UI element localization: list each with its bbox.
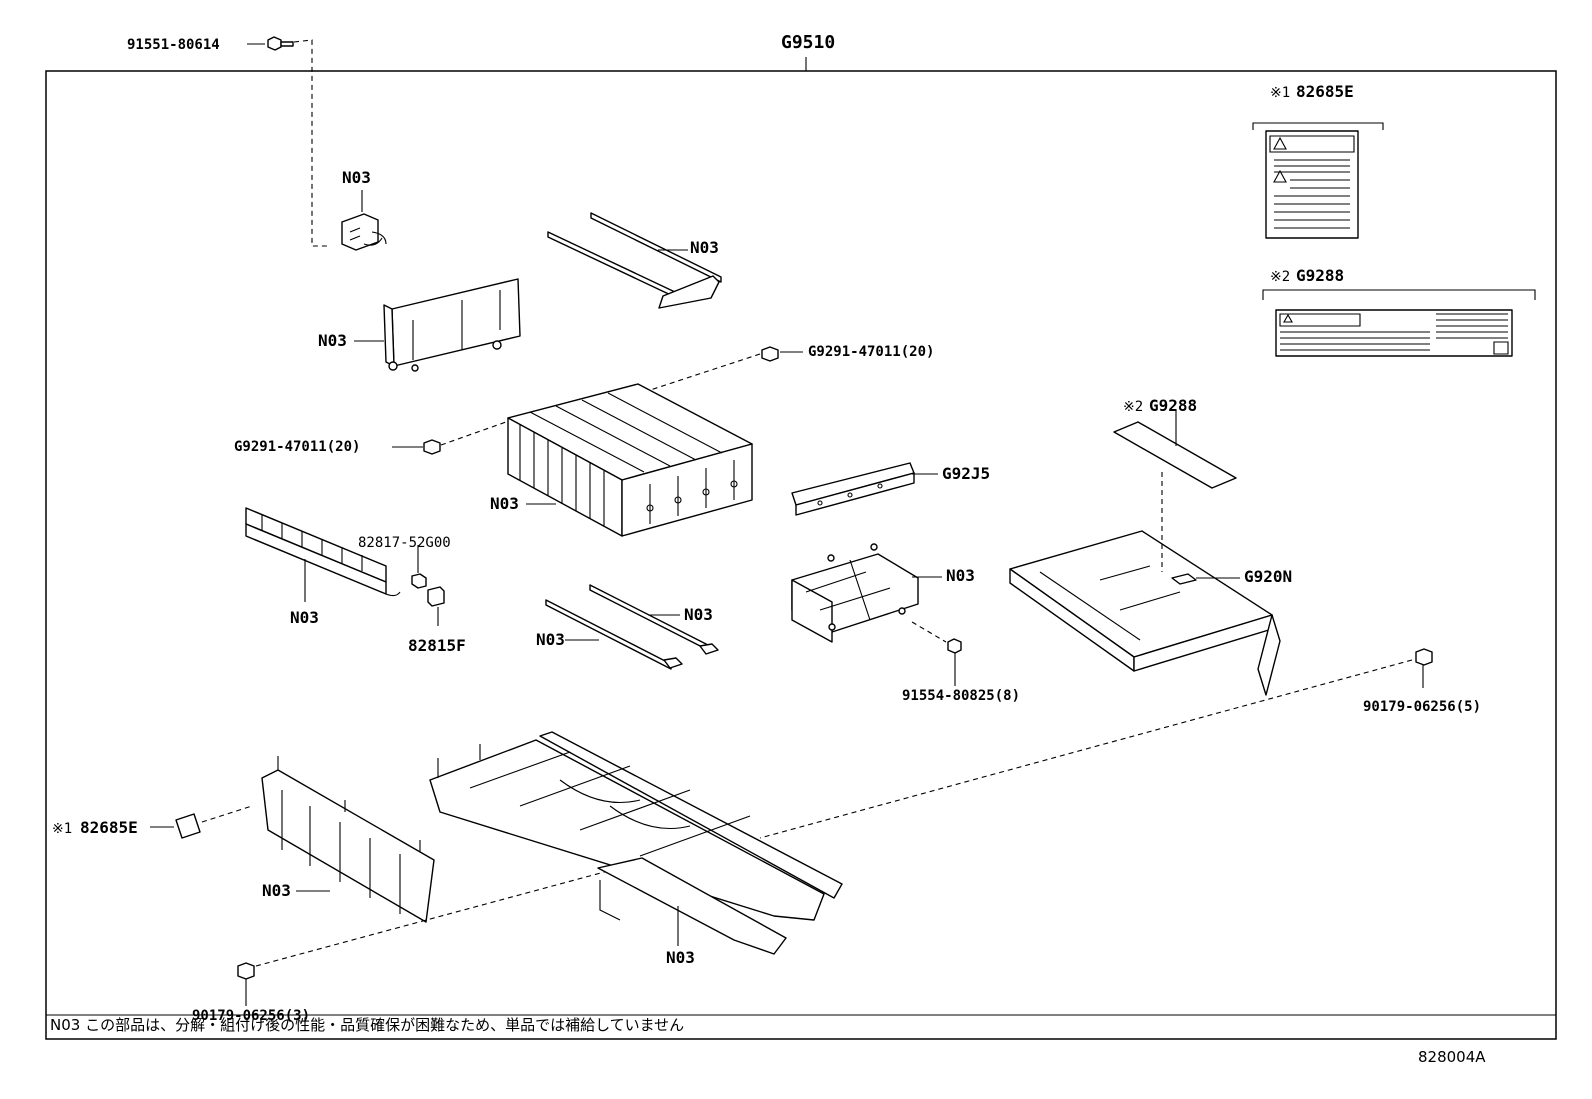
label-n03-battery-stack: N03 [490,494,519,513]
label-bolt-top: 91551-80614 [127,37,220,53]
n03-lower-frame-icon [429,731,843,955]
label-g92j5: G92J5 [942,464,991,483]
n03-battery-stack-icon [507,383,753,537]
n03-side-bracket-icon [791,543,919,643]
inset-82685e-box [1252,122,1384,239]
label-n03-side-bracket: N03 [946,566,975,585]
connector-82815f-icon [427,586,445,607]
label-nut-g9291-left: G9291-47011(20) [234,439,361,455]
diagram-reference-number: 828004A [1418,1048,1486,1066]
g920n-icon [1009,530,1281,696]
label-g9288: G9288 [1149,396,1198,415]
label-connector-82815f: 82815F [408,636,466,655]
label-g920n: G920N [1244,567,1293,586]
label-bolt-91554: 91554-80825(8) [902,688,1021,704]
footnote: N03 この部品は、分解・組付け後の性能・品質確保が困難なため、単品では補給して… [50,1016,685,1034]
label-n03-end-plate: N03 [262,881,291,900]
bolt-91554-icon [947,638,962,654]
n03-end-plate-icon [261,756,435,923]
g9288-sticker-icon [1113,421,1237,489]
inset-g9288-title: G9288 [1296,266,1345,285]
label-n03-rods-top: N03 [690,238,719,257]
label-n03-upper-plate: N03 [318,331,347,350]
n03-upper-plate-icon [383,278,521,372]
n03-rods-top-icon [547,212,722,309]
label-82685e: 82685E [80,818,138,837]
inset-82685e-mark: ※1 [1270,85,1291,101]
n03-clip-icon [341,213,387,251]
label-n03-rods-bottom-right: N03 [684,605,713,624]
n03-bus-bar-icon [245,507,401,597]
bolt-91551-icon [267,36,294,51]
label-n03-bus-bar: N03 [290,608,319,627]
assembly-frame [45,70,1557,1040]
label-82685e-mark: ※1 [52,821,73,837]
label-n03-lower-frame: N03 [666,948,695,967]
n03-rods-bottom-icon [545,584,719,670]
label-n03-rods-bottom-left: N03 [536,630,565,649]
g92j5-icon [791,462,915,516]
label-nut-90179-right: 90179-06256(5) [1363,699,1482,715]
connector-82817-icon [411,573,427,589]
nut-g9291-upper-icon [761,346,779,362]
nut-90179-right-icon [1415,648,1433,666]
nut-90179-left-icon [237,962,255,980]
label-connector-82817: 82817-52G00 [358,535,451,551]
label-n03-clip: N03 [342,168,371,187]
inset-g9288-box [1262,289,1536,357]
label-82685e-icon [175,813,201,839]
inset-82685e-title: 82685E [1296,82,1354,101]
label-nut-90179-left: 90179-06256(3) [192,1008,311,1024]
inset-g9288-mark: ※2 [1270,269,1291,285]
label-nut-g9291-upper: G9291-47011(20) [808,344,935,360]
label-g9288-mark: ※2 [1123,399,1144,415]
nut-g9291-left-icon [423,439,441,455]
assembly-label: G9510 [781,32,836,53]
